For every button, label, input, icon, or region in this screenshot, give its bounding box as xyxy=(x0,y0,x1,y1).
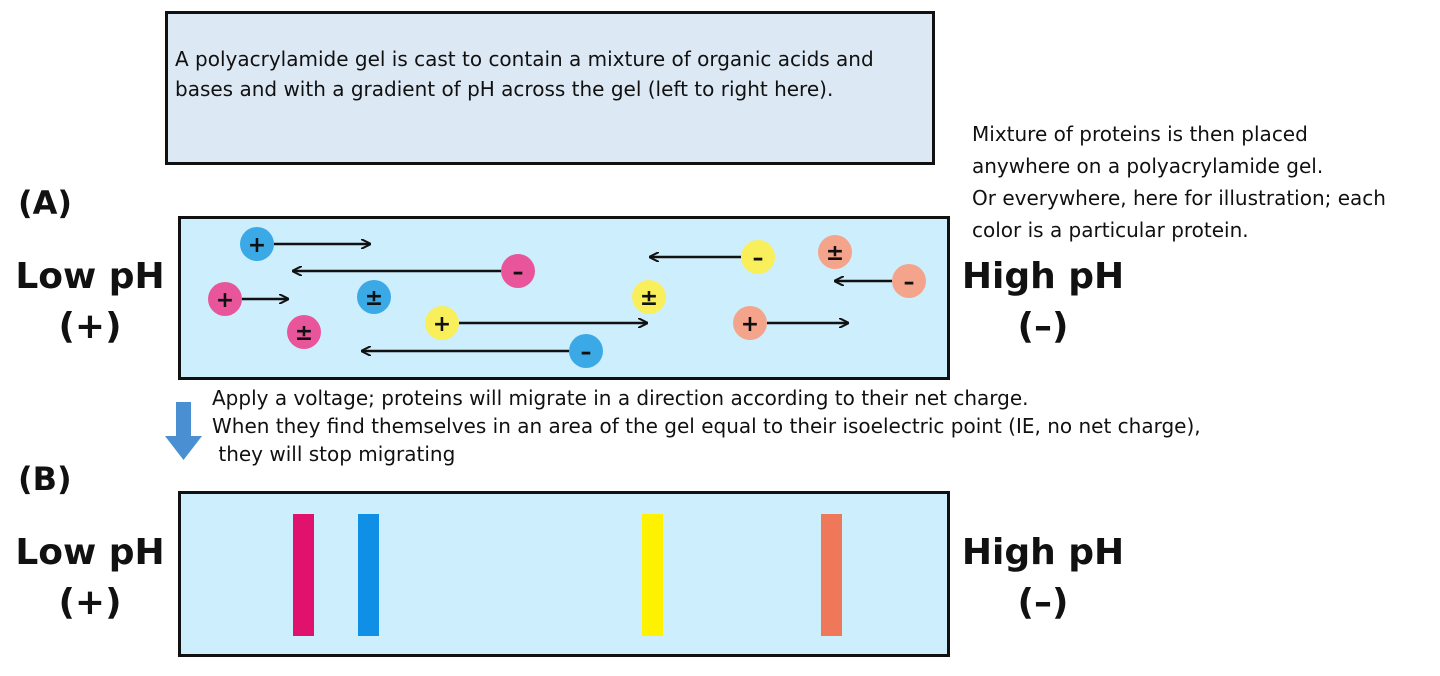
focused-bands xyxy=(293,514,842,636)
protein-mixture-text: Mixture of proteins is then placed anywh… xyxy=(972,118,1432,246)
protein-pink-plus-minus: ± xyxy=(287,315,321,349)
protein-circle xyxy=(208,282,242,316)
protein-salmon-plus-minus: ± xyxy=(818,235,852,269)
panel-b-label: (B) xyxy=(18,460,72,498)
panel-b-high-ph-text: High pH xyxy=(961,532,1125,573)
band-yellow xyxy=(642,514,663,636)
protein-blue-plus: + xyxy=(240,227,274,261)
protein-blue-plus-minus: ± xyxy=(357,280,391,314)
protein-pink-minus: – xyxy=(501,254,535,288)
protein-mixture-line-3: Or everywhere, here for illustration; ea… xyxy=(972,186,1386,210)
protein-salmon-plus: + xyxy=(733,306,767,340)
protein-charge-symbol: ± xyxy=(640,286,658,311)
protein-charge-symbol: + xyxy=(248,233,266,258)
protein-charge-symbol: – xyxy=(753,246,764,271)
protein-circle xyxy=(818,235,852,269)
protein-charge-symbol: ± xyxy=(826,241,844,266)
protein-circle xyxy=(632,280,666,314)
protein-circle xyxy=(287,315,321,349)
protein-mixture-line-1: Mixture of proteins is then placed xyxy=(972,122,1308,146)
voltage-line-3: they will stop migrating xyxy=(212,442,456,466)
panel-b-high-ph-sign: (–) xyxy=(1017,582,1069,623)
protein-charge-symbol: + xyxy=(433,312,451,337)
protein-mixture-line-4: color is a particular protein. xyxy=(972,218,1249,242)
panel-a-high-ph: High pH (–) xyxy=(960,252,1126,352)
protein-yellow-minus: – xyxy=(741,240,775,274)
protein-mixture-line-2: anywhere on a polyacrylamide gel. xyxy=(972,154,1324,178)
gel-description-text: A polyacrylamide gel is cast to contain … xyxy=(175,44,935,104)
protein-pink-plus: + xyxy=(208,282,242,316)
protein-charge-symbol: + xyxy=(216,288,234,313)
panel-b-low-ph-sign: (+) xyxy=(58,582,122,623)
protein-circle xyxy=(741,240,775,274)
voltage-line-2: When they find themselves in an area of … xyxy=(212,414,1201,438)
panel-b-low-ph: Low pH (+) xyxy=(12,528,168,628)
protein-yellow-plus-minus: ± xyxy=(632,280,666,314)
down-arrow-icon xyxy=(165,402,202,460)
gel-description-box xyxy=(165,11,935,165)
gel-description-line-1: A polyacrylamide gel is cast to contain … xyxy=(175,47,874,71)
panel-a-high-ph-sign: (–) xyxy=(1017,306,1069,347)
panel-a-low-ph-text: Low pH xyxy=(15,256,165,297)
panel-a-low-ph: Low pH (+) xyxy=(12,252,168,352)
protein-charge-symbol: – xyxy=(513,260,524,285)
protein-charge-symbol: ± xyxy=(365,286,383,311)
protein-charge-symbol: ± xyxy=(295,321,313,346)
protein-salmon-minus: – xyxy=(892,264,926,298)
panel-a-label: (A) xyxy=(18,184,73,222)
protein-circle xyxy=(501,254,535,288)
protein-circle xyxy=(892,264,926,298)
band-pink xyxy=(293,514,314,636)
protein-circle xyxy=(425,306,459,340)
protein-charge-symbol: – xyxy=(581,340,592,365)
protein-circle xyxy=(357,280,391,314)
protein-circle xyxy=(569,334,603,368)
protein-charge-symbol: + xyxy=(741,312,759,337)
protein-circle xyxy=(240,227,274,261)
protein-charge-symbol: – xyxy=(904,270,915,295)
band-salmon xyxy=(821,514,842,636)
panel-a-high-ph-text: High pH xyxy=(961,256,1125,297)
voltage-line-1: Apply a voltage; proteins will migrate i… xyxy=(212,386,1029,410)
protein-yellow-plus: + xyxy=(425,306,459,340)
panel-b-low-ph-text: Low pH xyxy=(15,532,165,573)
panel-a-low-ph-sign: (+) xyxy=(58,306,122,347)
gel-description-line-2: bases and with a gradient of pH across t… xyxy=(175,77,834,101)
panel-b-high-ph: High pH (–) xyxy=(960,528,1126,628)
protein-blue-minus: – xyxy=(569,334,603,368)
protein-circle xyxy=(733,306,767,340)
migration-arrows xyxy=(242,244,892,351)
proteins: + – + ± ± + – ± – ± – + xyxy=(208,227,926,368)
voltage-text: Apply a voltage; proteins will migrate i… xyxy=(212,384,1412,468)
band-blue xyxy=(358,514,379,636)
